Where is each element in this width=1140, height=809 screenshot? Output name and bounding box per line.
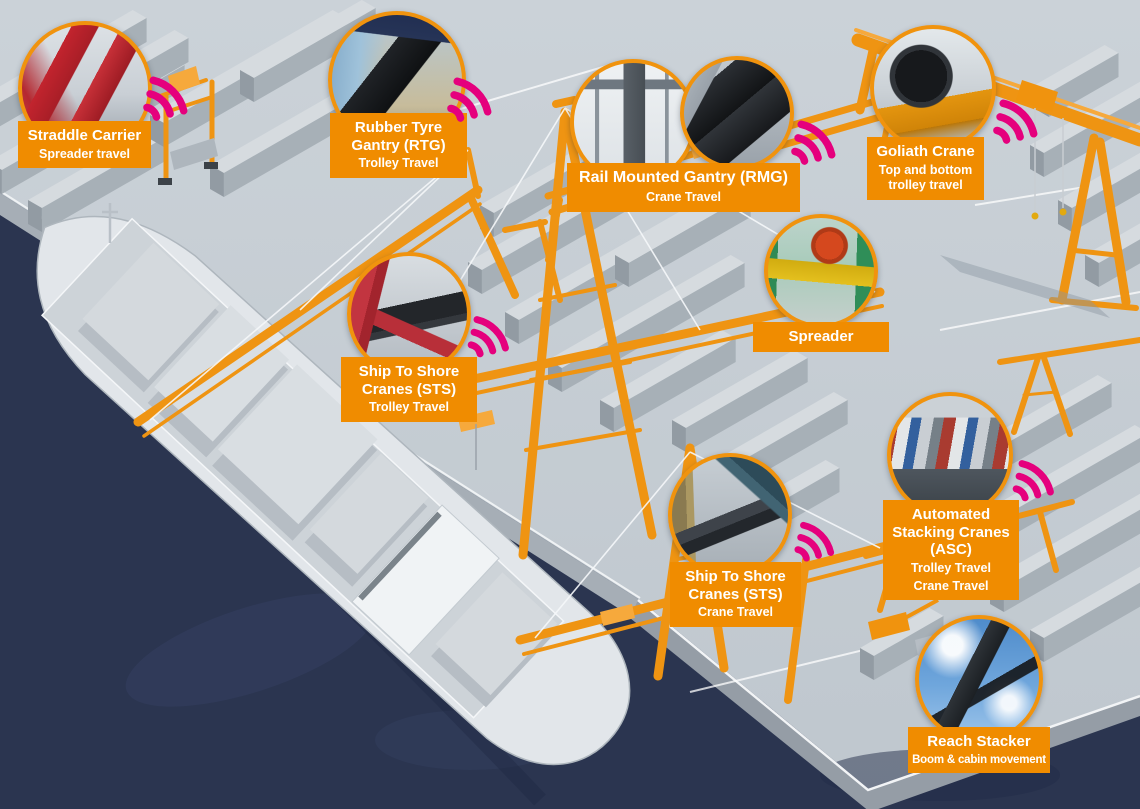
callout-title: Rubber Tyre Gantry (RTG) (351, 119, 446, 154)
callout-title: Straddle Carrier (27, 127, 142, 144)
callout-title: Automated Stacking Cranes (ASC) (892, 506, 1010, 559)
wireless-signal-icon (993, 99, 1038, 144)
wireless-signal-icon (791, 120, 836, 165)
callout-title: Spreader (788, 328, 854, 345)
callout-subtitle: Top and bottom trolley travel (878, 162, 973, 193)
ship-to-shore-trolley-label[interactable]: Ship To Shore Cranes (STS) Trolley Trave… (341, 357, 477, 422)
callout-title: Rail Mounted Gantry (RMG) (579, 169, 788, 186)
callout-subtitle: Crane Travel (697, 605, 774, 620)
callout-subtitle: Trolley Travel (358, 156, 439, 171)
spreader-photo[interactable] (764, 214, 878, 328)
wireless-signal-icon (467, 316, 509, 358)
ship-to-shore-trolley-photo[interactable] (347, 252, 471, 376)
goliath-crane-label[interactable]: Goliath Crane Top and bottom trolley tra… (867, 137, 984, 200)
callout-subtitle-2: Crane Travel (913, 578, 989, 593)
automated-stacking-cranes-photo[interactable] (887, 392, 1013, 518)
callout-subtitle: Trolley Travel (369, 400, 449, 415)
straddle-carrier-label[interactable]: Straddle Carrier Spreader travel (18, 121, 151, 169)
spreader-label[interactable]: Spreader (753, 322, 889, 352)
wireless-signal-icon (447, 77, 492, 122)
reach-stacker-label[interactable]: Reach Stacker Boom & cabin movement (908, 727, 1050, 774)
automated-stacking-cranes-label[interactable]: Automated Stacking Cranes (ASC) Trolley … (883, 500, 1019, 601)
wireless-signal-icon (794, 521, 835, 562)
rubber-tyre-gantry-label[interactable]: Rubber Tyre Gantry (RTG) Trolley Travel (330, 113, 467, 178)
callout-title: Goliath Crane (876, 143, 975, 160)
rail-mounted-gantry-photo[interactable] (570, 59, 696, 185)
callout-title: Ship To Shore Cranes (STS) (358, 363, 460, 398)
callout-subtitle: Crane Travel (645, 189, 722, 204)
wireless-signal-icon (143, 76, 188, 121)
wireless-signal-icon (1012, 460, 1054, 502)
callout-title: Ship To Shore Cranes (STS) (685, 568, 786, 603)
callout-subtitle: Spreader travel (38, 146, 131, 161)
ship-to-shore-crane-label[interactable]: Ship To Shore Cranes (STS) Crane Travel (670, 562, 801, 627)
rail-mounted-gantry-label[interactable]: Rail Mounted Gantry (RMG) Crane Travel (567, 163, 800, 212)
callout-title: Reach Stacker (927, 733, 1031, 750)
goliath-crane-photo[interactable] (870, 25, 996, 151)
energy-chain-photo[interactable] (680, 56, 794, 170)
reach-stacker-photo[interactable] (915, 615, 1043, 743)
ship-to-shore-crane-photo[interactable] (668, 453, 792, 577)
callout-subtitle: Boom & cabin movement (912, 753, 1046, 766)
callout-subtitle: Trolley Travel (911, 561, 991, 576)
